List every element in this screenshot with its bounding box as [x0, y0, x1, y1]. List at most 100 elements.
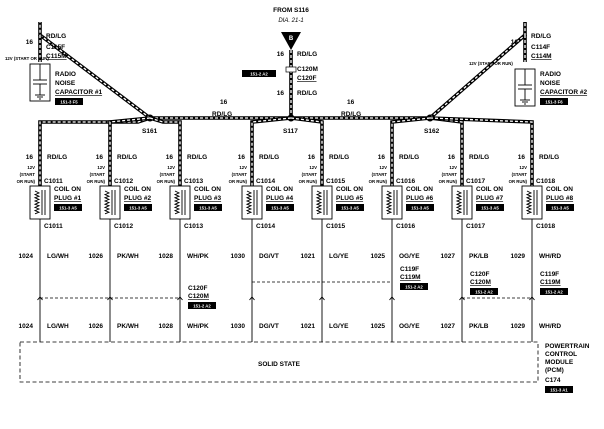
cap-left-label-1: RADIO	[55, 71, 76, 78]
coil-7-circuit-num: 1027	[441, 253, 456, 260]
pcm-connector: C174	[545, 377, 561, 384]
source-wire-color-2: RD/LG	[297, 90, 317, 97]
coil-6-power-note: OR RUN)	[369, 179, 388, 184]
coil-8-circuit-color-lower: WH/RD	[539, 323, 561, 330]
coil-5-circuit-num-lower: 1021	[301, 323, 316, 330]
inline-connector-2-ref-text: 151-2 A2	[405, 285, 423, 290]
coil-6-power-note: (START	[372, 172, 388, 177]
coil-6-ref-text: 151-3 A5	[411, 206, 429, 211]
coil-3-ref-text: 151-3 A5	[199, 206, 217, 211]
coil-3-circuit-num: 1028	[159, 253, 174, 260]
svg-text:C120F: C120F	[297, 75, 317, 82]
cap-left-power: 12V (START OR RUN)	[5, 56, 49, 61]
coil-4-wire-num: 16	[238, 154, 246, 161]
source-from-label: FROM S116	[273, 7, 309, 14]
pcm-ref-badge	[545, 386, 573, 393]
coil-4-coil-label: COIL ON	[266, 186, 293, 193]
coil-1-circuit-color-lower: LG/WH	[47, 323, 69, 330]
coil-8-power-note: OR RUN)	[509, 179, 528, 184]
coil-5-coil-box	[311, 185, 333, 220]
coil-1-plug-label: PLUG #1	[54, 195, 81, 202]
source-dia-ref: DIA. 21-1	[278, 18, 303, 24]
coil-4-ref-badge	[266, 204, 294, 211]
coil-3-coil-label: COIL ON	[194, 186, 221, 193]
coil-6-coil-winding-icon	[385, 190, 393, 215]
coil-3-plug-label: PLUG #3	[194, 195, 221, 202]
pcm-name-1: POWERTRAIN	[545, 343, 590, 350]
splice-s117-label: S117	[283, 128, 298, 135]
coil-3-power-note: (START	[160, 172, 176, 177]
coil-1-circuit-num-lower: 1024	[19, 323, 34, 330]
coil-5-wire-num: 16	[308, 154, 316, 161]
cap-right-ref-badge	[540, 98, 568, 105]
coil-1-circuit-color: LG/WH	[47, 253, 69, 260]
pcm-solid-state-label: SOLID STATE	[258, 361, 301, 368]
coil-2-ref-badge	[124, 204, 152, 211]
coil-4-power-note: 12V	[239, 165, 247, 170]
coil-2-circuit-color-lower: PK/WH	[117, 323, 139, 330]
coil-6-inline-mark-icon	[389, 296, 395, 301]
coil-5-circuit-color: LG/YE	[329, 253, 349, 260]
coil-3-circuit-color-lower: WH/PK	[187, 323, 209, 330]
coil-5-ref-badge	[336, 204, 364, 211]
cap-right-conn-a: C114F	[531, 44, 550, 51]
coil-2-coil-box	[99, 185, 121, 220]
coil-7-wire-num: 16	[448, 154, 456, 161]
coil-5-inline-mark-icon	[319, 296, 325, 301]
coil-4-coil-winding-icon	[245, 190, 253, 215]
coil-3-connector-top: C1013	[184, 178, 204, 185]
coil-3-circuit-num-lower: 1028	[159, 323, 174, 330]
coil-4-ref-text: 151-3 A5	[271, 206, 289, 211]
svg-text:151-3 A1: 151-3 A1	[550, 388, 568, 393]
coil-4-power-note: (START	[232, 172, 248, 177]
coil-2-power-note: 12V	[97, 165, 105, 170]
coil-8-circuit-num-lower: 1029	[511, 323, 526, 330]
source-inline-connector: C120M C120F	[285, 66, 318, 82]
coil-5-circuit-color-lower: LG/YE	[329, 323, 349, 330]
cap-left-label-3: CAPACITOR #1	[55, 89, 102, 96]
coil-4-circuit-num: 1030	[231, 253, 246, 260]
pcm-name-4: (PCM)	[545, 367, 564, 374]
source-wire-color: RD/LG	[297, 51, 317, 58]
coil-6-power-note: 12V	[379, 165, 387, 170]
pcm-name-3: MODULE	[545, 359, 574, 366]
cap-left-label-2: NOISE	[55, 80, 76, 87]
coil-8-connector-top: C1018	[536, 178, 556, 185]
coil-2-plug-label: PLUG #2	[124, 195, 151, 202]
coil-4-circuit-color-lower: DG/VT	[259, 323, 279, 330]
coil-1-ref-text: 151-3 A5	[59, 206, 77, 211]
coil-7-circuit-color: PK/LB	[469, 253, 489, 260]
cap-left-ref-badge	[55, 98, 83, 105]
cap-left-num: 16	[26, 39, 34, 46]
cap-left-color: RD/LG	[46, 33, 66, 40]
coil-3-coil-box	[169, 185, 191, 220]
coil-6-connector-top: C1016	[396, 178, 416, 185]
coil-4-connector-top: C1014	[256, 178, 276, 185]
coil-1-circuit-num: 1024	[19, 253, 34, 260]
coil-4-coil-box	[241, 185, 263, 220]
coil-6-coil-box	[381, 185, 403, 220]
coil-6-circuit-color-lower: OG/YE	[399, 323, 420, 330]
coil-5-power-note: (START	[302, 172, 318, 177]
coil-7-power-note: OR RUN)	[439, 179, 458, 184]
cap-right-color: RD/LG	[531, 33, 551, 40]
coil-4-wire-color: RD/LG	[259, 154, 279, 161]
coil-2-circuit-num-lower: 1026	[89, 323, 104, 330]
coil-2-ref-text: 151-3 A5	[129, 206, 147, 211]
bus-color-right: RD/LG	[341, 111, 361, 118]
coil-6-circuit-num-lower: 1025	[371, 323, 386, 330]
inline-connector-3-ref-text: 151-2 A2	[475, 290, 493, 295]
source-letter: B	[289, 36, 294, 42]
coil-2-connector-bottom: C1012	[114, 223, 134, 230]
coil-5-coil-winding-icon	[315, 190, 323, 215]
coil-7-power-note: (START	[442, 172, 458, 177]
coil-5-power-note: OR RUN)	[299, 179, 318, 184]
cap-right-label-3: CAPACITOR #2	[540, 89, 587, 96]
coil-6-wire-num: 16	[378, 154, 386, 161]
coil-7-ref-text: 151-3 A5	[481, 206, 499, 211]
coil-7-coil-winding-icon	[455, 190, 463, 215]
svg-text:151-3 F6: 151-3 F6	[545, 100, 563, 105]
source-arrow-icon	[281, 32, 301, 50]
coil-5-ref-text: 151-3 A5	[341, 206, 359, 211]
coil-3-wire-color: RD/LG	[187, 154, 207, 161]
